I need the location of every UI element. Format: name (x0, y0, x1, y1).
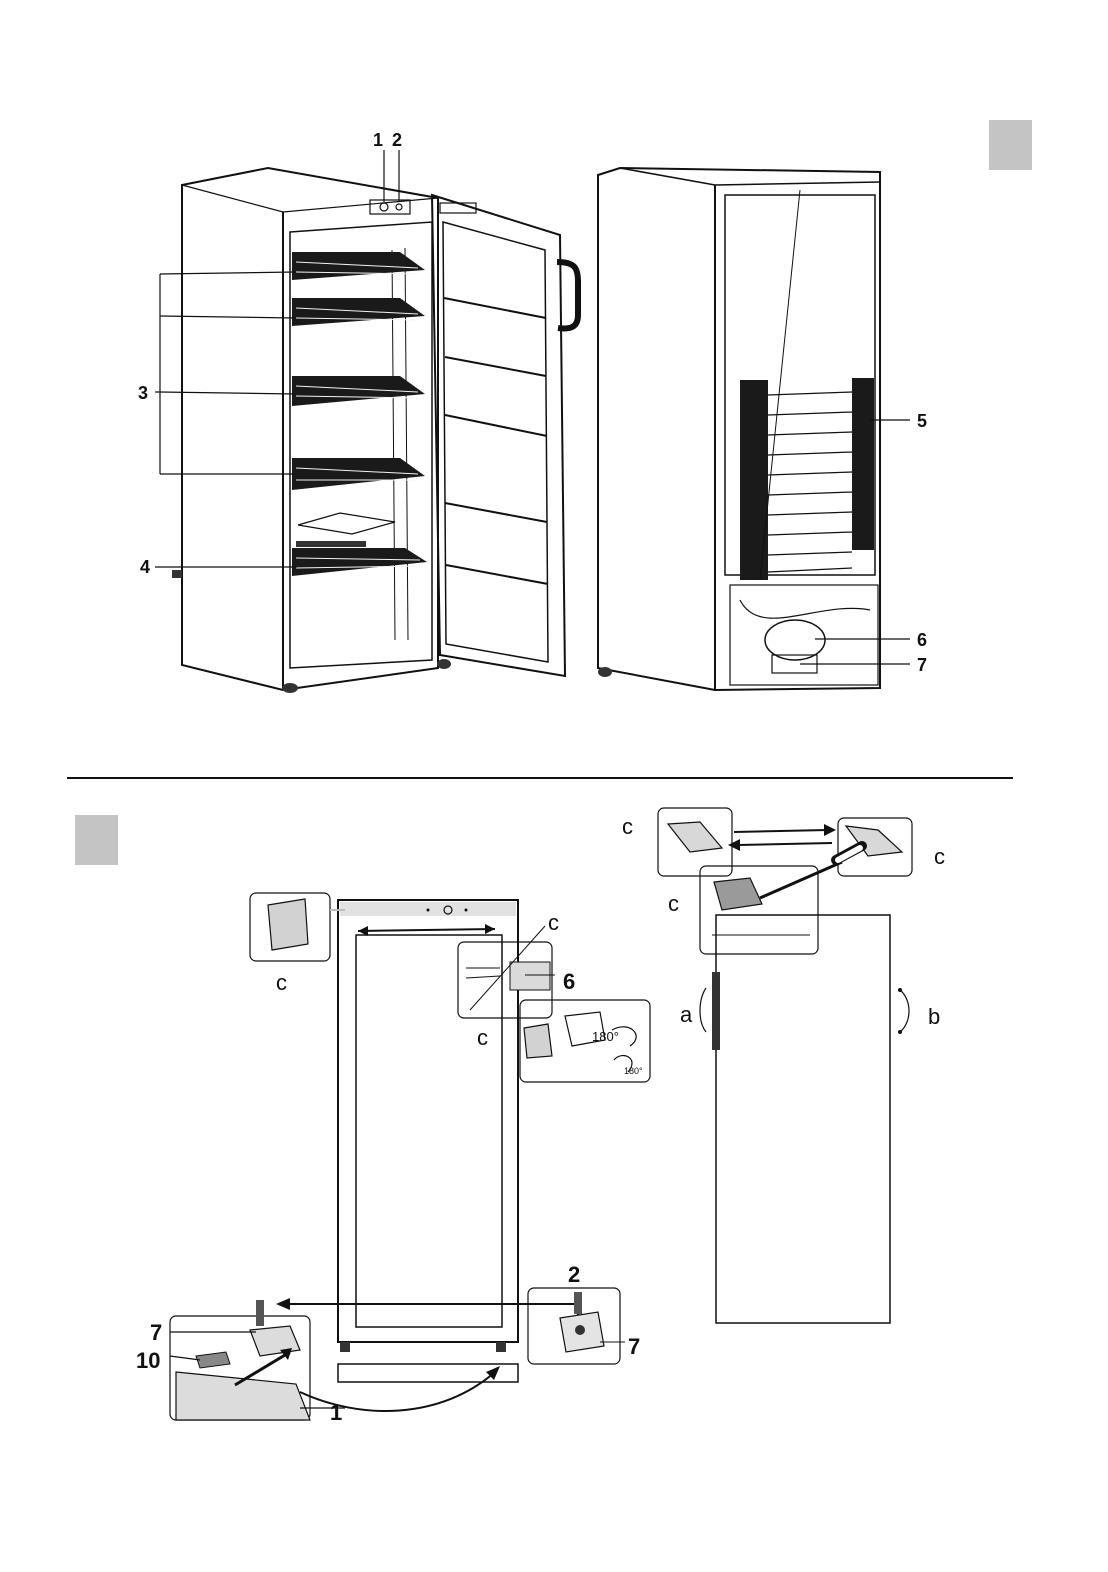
callout-2: 2 (392, 130, 402, 150)
callout-7: 7 (628, 1334, 640, 1359)
label-c: c (622, 814, 633, 839)
cabinet-rear (598, 168, 880, 690)
freezer-front (338, 900, 518, 1382)
callout-6: 6 (563, 969, 575, 994)
callouts-top: 1 2 3 4 5 6 7 (138, 130, 927, 675)
label-c: c (668, 891, 679, 916)
rotation-label: 180° (592, 1029, 619, 1044)
inset-screwdriver: c (668, 846, 862, 954)
inset-bottom-hinge-left (170, 1300, 310, 1420)
callout-5: 5 (917, 411, 927, 431)
figure-marker-bottom (75, 815, 118, 865)
rotation-label: 180° (624, 1066, 643, 1076)
inset-panel-6: c 6 (458, 910, 575, 1018)
door-open (432, 195, 578, 676)
shelf (292, 298, 425, 326)
basket-shelf (292, 548, 427, 576)
callout-1: 1 (373, 130, 383, 150)
callout-7: 7 (917, 655, 927, 675)
shelf (292, 458, 425, 490)
label-c: c (548, 910, 559, 935)
inset-bottom-hinge-right (528, 1288, 625, 1364)
label-b: b (928, 1004, 940, 1029)
label-c: c (934, 844, 945, 869)
label-c: c (276, 970, 287, 995)
callout-6: 6 (917, 630, 927, 650)
door-panel-right: a b (680, 915, 940, 1323)
callout-4: 4 (140, 557, 150, 577)
label-c: c (477, 1025, 488, 1050)
label-a: a (680, 1002, 693, 1027)
callout-10: 10 (136, 1348, 160, 1373)
inset-cover-left: c (250, 893, 345, 995)
callout-3: 3 (138, 383, 148, 403)
cabinet-open (172, 168, 451, 693)
callout-2: 2 (568, 1262, 580, 1287)
figure-marker-top (989, 120, 1032, 170)
callout-7: 7 (150, 1320, 162, 1345)
inset-hinge-rotation: c 180° 180° (477, 1000, 650, 1082)
callout-1: 1 (330, 1400, 342, 1425)
